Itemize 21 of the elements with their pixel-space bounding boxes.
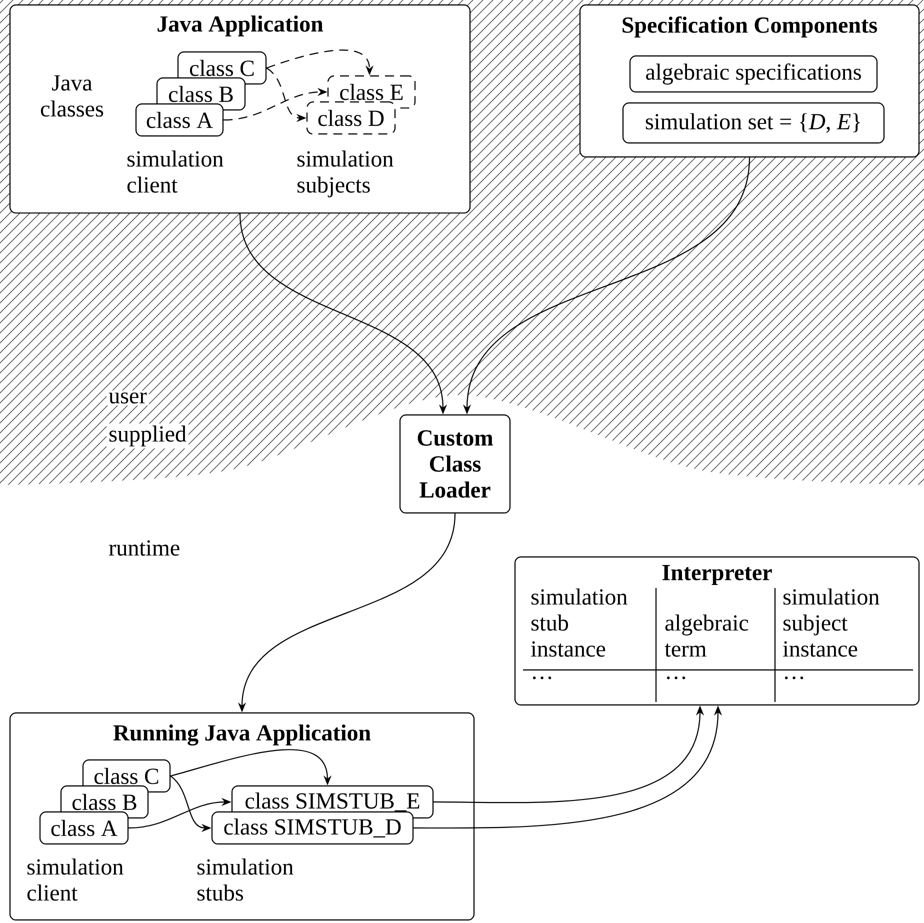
class-box: class A <box>39 811 129 845</box>
dashed-class-box: class D <box>306 101 396 135</box>
table-cell: simulation stub instance <box>531 588 628 657</box>
region-label: runtime <box>106 538 182 558</box>
caption-text: Java classes <box>40 75 104 117</box>
region-label: user <box>106 390 149 406</box>
class-box: algebraic specifications <box>629 55 878 93</box>
region-label: supplied <box>106 424 188 448</box>
class-box: class SIMSTUB_D <box>211 811 414 845</box>
class-box: class A <box>135 103 224 137</box>
table-cell: algebraic term <box>664 614 748 657</box>
table-cell: simulation subject instance <box>783 588 880 657</box>
table-cell: … <box>784 676 804 680</box>
caption-text: simulation subjects <box>298 150 394 198</box>
caption-text: simulation client <box>27 858 124 901</box>
caption-text: simulation client <box>127 150 224 193</box>
table-cell: … <box>666 676 686 680</box>
class-box: simulation set = {D, E} <box>622 102 885 144</box>
caption-text: simulation stubs <box>198 858 294 901</box>
process-box: Custom Class Loader <box>399 414 511 514</box>
table-cell: … <box>532 676 552 680</box>
